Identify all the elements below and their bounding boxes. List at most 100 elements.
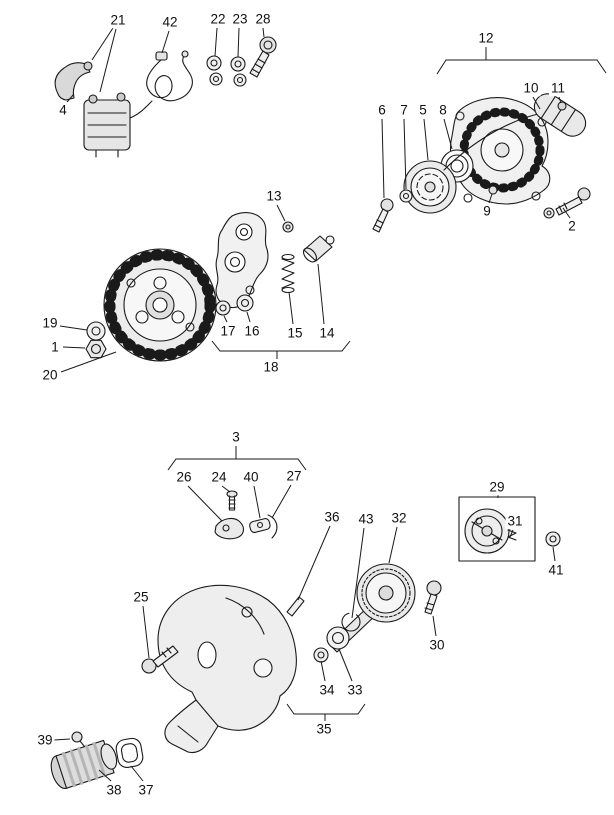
leader-line-24 xyxy=(221,485,231,493)
bracket-35 xyxy=(286,703,366,721)
artwork-layer xyxy=(50,36,591,789)
leader-line-33 xyxy=(338,648,353,682)
part-label-17: 17 xyxy=(218,323,238,339)
part-label-42: 42 xyxy=(160,14,180,30)
leader-line-39 xyxy=(53,738,71,741)
leader-line-34 xyxy=(320,660,326,682)
ignition-coil-drawing xyxy=(54,61,153,158)
leader-line-21 xyxy=(99,28,117,93)
leader-line-28 xyxy=(262,27,265,38)
leader-line-32 xyxy=(388,526,398,564)
leader-line-20 xyxy=(60,351,117,373)
part-label-12: 12 xyxy=(476,30,496,46)
part-label-39: 39 xyxy=(35,732,55,748)
leader-line-9 xyxy=(488,193,493,204)
part-label-41: 41 xyxy=(546,562,566,578)
part-label-38: 38 xyxy=(104,782,124,798)
leader-line-13 xyxy=(276,204,286,222)
part-label-14: 14 xyxy=(317,325,337,341)
part-label-30: 30 xyxy=(427,637,447,653)
leader-line-1 xyxy=(62,346,86,349)
part-label-37: 37 xyxy=(136,782,156,798)
clutch-assembly-drawing xyxy=(458,496,561,562)
part-label-20: 20 xyxy=(40,367,60,383)
part-label-10: 10 xyxy=(521,80,541,96)
leader-line-4 xyxy=(66,93,75,103)
part-label-6: 6 xyxy=(376,102,388,118)
leader-line-25 xyxy=(142,605,150,659)
leader-line-23 xyxy=(237,27,240,58)
part-label-35: 35 xyxy=(314,721,334,737)
part-label-9: 9 xyxy=(481,203,493,219)
leader-line-10 xyxy=(532,96,541,110)
part-label-4: 4 xyxy=(57,102,69,118)
clutch-cover-drawing xyxy=(141,584,297,754)
leader-line-31 xyxy=(509,529,514,538)
part-label-32: 32 xyxy=(389,510,409,526)
leader-line-37 xyxy=(130,765,144,782)
leader-line-22 xyxy=(214,27,218,57)
leader-line-21 xyxy=(91,27,114,61)
part-label-21: 21 xyxy=(108,12,128,28)
leader-line-15 xyxy=(288,291,294,325)
leader-line-16 xyxy=(246,311,251,323)
part-label-29: 29 xyxy=(487,479,507,495)
bracket-18 xyxy=(211,340,351,359)
part-label-3: 3 xyxy=(230,429,242,445)
part-label-16: 16 xyxy=(242,323,262,339)
leader-line-17 xyxy=(223,315,228,323)
part-label-15: 15 xyxy=(285,325,305,341)
bracket-12 xyxy=(436,47,607,75)
part-label-8: 8 xyxy=(437,102,449,118)
part-label-22: 22 xyxy=(208,11,228,27)
leader-line-26 xyxy=(187,485,223,522)
leader-line-7 xyxy=(403,118,407,190)
leader-line-19 xyxy=(59,325,88,331)
starter-assembly-drawing xyxy=(372,93,591,233)
leader-line-5 xyxy=(423,118,429,161)
part-label-5: 5 xyxy=(417,102,429,118)
leader-line-27 xyxy=(271,484,292,519)
part-label-34: 34 xyxy=(317,682,337,698)
part-label-33: 33 xyxy=(345,682,365,698)
bracket-3 xyxy=(167,446,307,471)
part-label-28: 28 xyxy=(253,11,273,27)
part-label-13: 13 xyxy=(264,188,284,204)
part-label-31: 31 xyxy=(505,513,525,529)
part-label-40: 40 xyxy=(241,469,261,485)
part-label-43: 43 xyxy=(356,511,376,527)
leader-line-30 xyxy=(432,615,437,637)
part-label-7: 7 xyxy=(398,102,410,118)
leader-line-40 xyxy=(253,485,261,519)
leader-line-41 xyxy=(552,546,556,562)
intake-boot-drawing xyxy=(50,731,144,789)
clutch-drum-drawing xyxy=(286,563,442,663)
part-label-25: 25 xyxy=(131,589,151,605)
leader-line-8 xyxy=(443,118,453,150)
part-label-18: 18 xyxy=(261,359,281,375)
carrier-and-fittings-drawing xyxy=(215,212,335,316)
small-fasteners-drawing xyxy=(214,490,278,540)
part-label-24: 24 xyxy=(209,469,229,485)
part-label-23: 23 xyxy=(230,11,250,27)
leader-line-42 xyxy=(161,30,170,54)
part-label-27: 27 xyxy=(284,468,304,484)
flywheel-drawing xyxy=(85,248,217,362)
part-label-1: 1 xyxy=(49,339,61,355)
leader-line-11 xyxy=(558,96,562,104)
part-label-2: 2 xyxy=(566,218,578,234)
leader-lines-layer xyxy=(53,27,607,782)
leader-line-6 xyxy=(381,118,385,199)
wire-harness-drawing xyxy=(146,50,193,102)
leader-line-43 xyxy=(351,527,365,619)
part-label-36: 36 xyxy=(322,509,342,525)
bolt-drawing xyxy=(249,36,277,78)
part-label-11: 11 xyxy=(548,80,568,96)
part-label-19: 19 xyxy=(40,315,60,331)
leader-line-14 xyxy=(317,263,325,325)
leader-line-36 xyxy=(297,525,331,601)
part-label-26: 26 xyxy=(174,469,194,485)
leader-line-38 xyxy=(98,769,112,782)
